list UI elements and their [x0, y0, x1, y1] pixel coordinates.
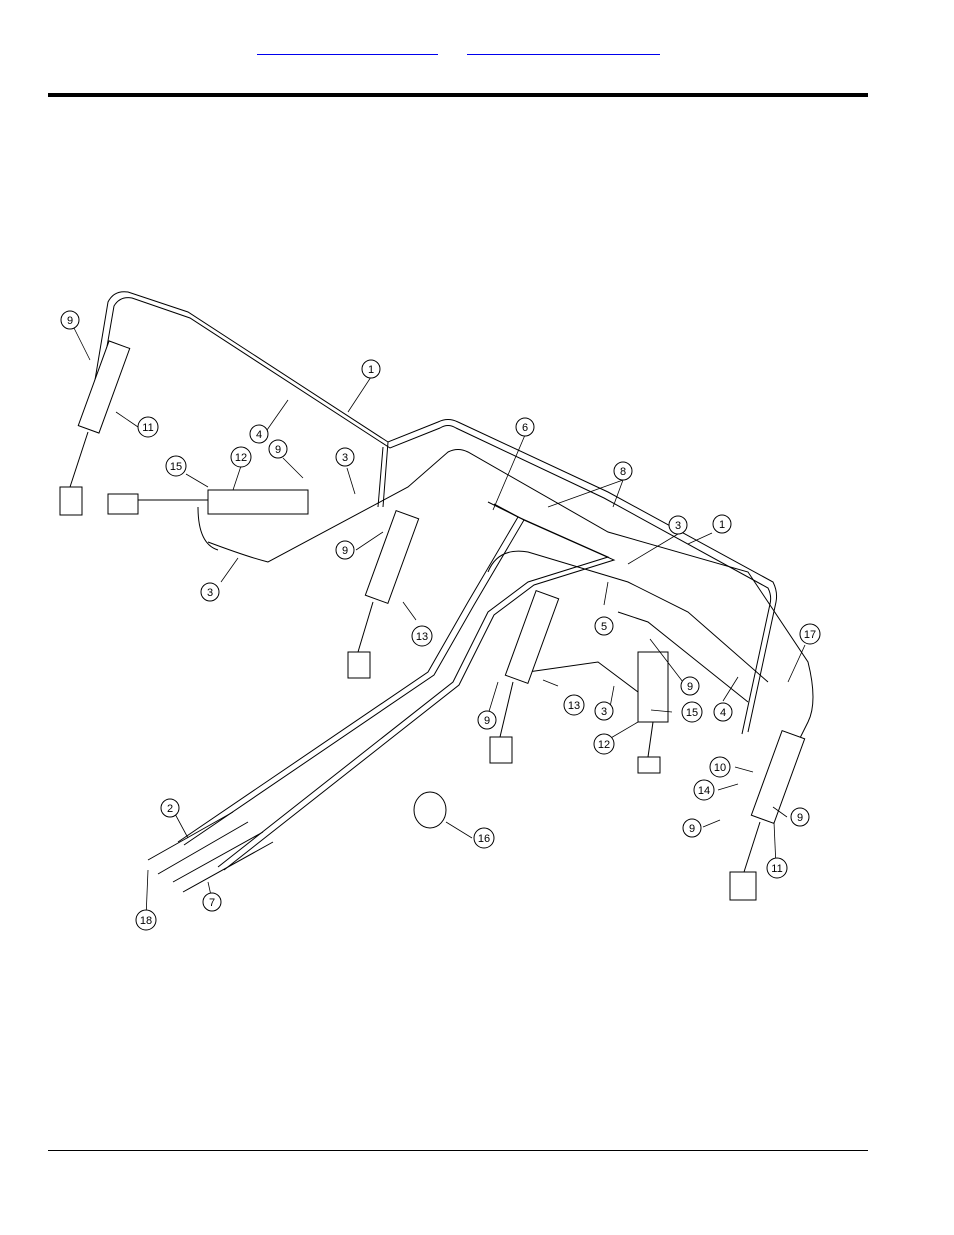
callout-3d: 3: [595, 702, 613, 720]
svg-text:3: 3: [601, 706, 607, 718]
footer-rule: [48, 1150, 868, 1151]
callout-9f: 9: [683, 819, 701, 837]
svg-text:3: 3: [207, 587, 213, 599]
callout-14: 14: [694, 780, 714, 800]
svg-text:9: 9: [687, 681, 693, 693]
svg-text:3: 3: [675, 520, 681, 532]
hose-ends: [148, 812, 273, 892]
callout-9c: 9: [336, 541, 354, 559]
callout-7: 7: [203, 893, 221, 911]
svg-text:10: 10: [714, 762, 726, 774]
svg-text:17: 17: [804, 629, 816, 641]
svg-text:7: 7: [209, 897, 215, 909]
svg-text:9: 9: [275, 444, 281, 456]
callout-17: 17: [800, 624, 820, 644]
svg-text:1: 1: [719, 519, 725, 531]
cylinder-horizontal: [108, 490, 308, 514]
svg-text:3: 3: [342, 452, 348, 464]
svg-text:14: 14: [698, 785, 710, 797]
svg-text:16: 16: [478, 833, 490, 845]
callout-4b: 4: [714, 703, 732, 721]
svg-text:18: 18: [140, 915, 152, 927]
svg-text:8: 8: [620, 466, 626, 478]
callout-5: 5: [595, 617, 613, 635]
callout-9a: 9: [61, 311, 79, 329]
callout-3a: 3: [336, 448, 354, 466]
cylinder-center-lower: [490, 591, 559, 763]
callout-16: 16: [474, 828, 494, 848]
svg-text:13: 13: [416, 631, 428, 643]
callout-18: 18: [136, 910, 156, 930]
svg-text:4: 4: [256, 429, 262, 441]
svg-text:11: 11: [771, 863, 782, 875]
svg-text:9: 9: [484, 715, 490, 727]
callout-2: 2: [161, 799, 179, 817]
callout-9e: 9: [478, 711, 496, 729]
svg-text:9: 9: [342, 545, 348, 557]
svg-text:15: 15: [170, 461, 182, 473]
cylinder-center: [348, 511, 419, 678]
callout-15a: 15: [166, 456, 186, 476]
callout-13a: 13: [412, 626, 432, 646]
svg-text:1: 1: [368, 364, 374, 376]
callout-3c: 3: [201, 583, 219, 601]
svg-text:13: 13: [568, 700, 580, 712]
callout-13b: 13: [564, 695, 584, 715]
hose-coil: [414, 792, 446, 828]
callout-9d: 9: [681, 677, 699, 695]
svg-text:11: 11: [142, 422, 153, 434]
header-rule: [48, 93, 868, 97]
header-link-1[interactable]: [257, 40, 438, 55]
callout-4a: 4: [250, 425, 268, 443]
svg-text:12: 12: [235, 452, 247, 464]
svg-text:12: 12: [598, 739, 610, 751]
callout-9b: 9: [269, 440, 287, 458]
callout-11b: 11: [767, 858, 787, 878]
svg-text:6: 6: [522, 422, 528, 434]
callout-1a: 1: [362, 360, 380, 378]
svg-text:2: 2: [167, 803, 173, 815]
callout-1b: 1: [713, 515, 731, 533]
header-link-2[interactable]: [467, 40, 660, 55]
callout-15b: 15: [682, 702, 702, 722]
svg-text:9: 9: [67, 315, 73, 327]
cylinder-vertical-small: [638, 652, 668, 773]
callout-3b: 3: [669, 516, 687, 534]
callout-6: 6: [516, 418, 534, 436]
svg-text:9: 9: [689, 823, 695, 835]
callout-10: 10: [710, 757, 730, 777]
svg-text:15: 15: [686, 707, 698, 719]
callout-11a: 11: [138, 417, 158, 437]
svg-text:4: 4: [720, 707, 726, 719]
cylinder-left: [60, 341, 130, 515]
parts-diagram: 9 11 1 4 15 12 9 3 6 8 3 1 9 13 3 5 17 9…: [48, 282, 828, 937]
callout-8: 8: [614, 462, 632, 480]
svg-text:9: 9: [797, 812, 803, 824]
callout-9g: 9: [791, 808, 809, 826]
callout-12a: 12: [231, 447, 251, 467]
svg-text:5: 5: [601, 621, 607, 633]
callout-12b: 12: [594, 734, 614, 754]
